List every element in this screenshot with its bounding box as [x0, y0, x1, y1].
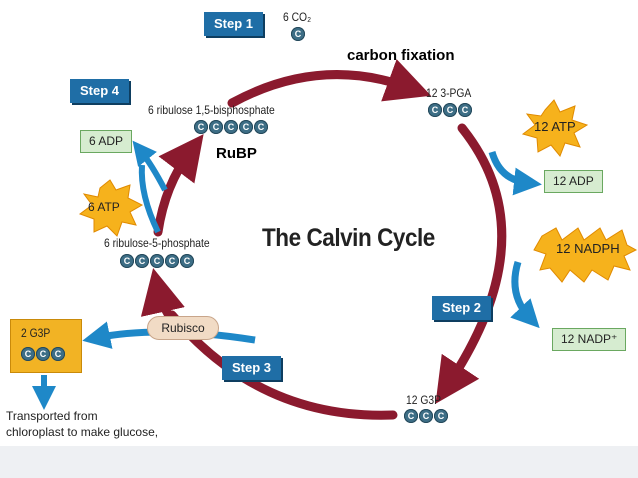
- transport-note-line2: chloroplast to make glucose,: [6, 425, 159, 439]
- carbon-atom: C: [443, 103, 457, 117]
- pga-label: 12 3-PGA: [426, 86, 472, 100]
- transport-note-line1: Transported from: [6, 409, 98, 423]
- carbon-fixation-label: carbon fixation: [347, 47, 455, 64]
- carbon-atom: C: [150, 254, 164, 268]
- carbon-atom: C: [21, 347, 35, 361]
- carbon-atom: C: [291, 27, 305, 41]
- adp-box-step4: 6 ADP: [80, 130, 133, 153]
- carbon-atom: C: [458, 103, 472, 117]
- carbon-atom: C: [135, 254, 149, 268]
- arrow-nadp-out: [510, 260, 540, 329]
- diagram-title: The Calvin Cycle: [262, 224, 435, 252]
- carbon-atom: C: [165, 254, 179, 268]
- co2-carbon: C: [291, 27, 305, 41]
- carbon-atom: C: [209, 120, 223, 134]
- carbon-atom: C: [194, 120, 208, 134]
- nadph-starburst: [533, 227, 638, 283]
- g3p-output-carbons: C C C: [21, 347, 65, 361]
- pga-carbons: C C C: [428, 103, 472, 117]
- arrow-atp-in-step4: [138, 164, 161, 234]
- carbon-atom: C: [224, 120, 238, 134]
- carbon-atom: C: [404, 409, 418, 423]
- arrow-adp-out-step2: [488, 150, 542, 196]
- g3p-output-label: 2 G3P: [21, 326, 51, 340]
- carbon-atom: C: [254, 120, 268, 134]
- r5p-label: 6 ribulose-5-phosphate: [104, 236, 210, 250]
- step-1-badge: Step 1: [204, 12, 264, 36]
- atp-starburst-step2: [521, 99, 589, 157]
- g3p-label: 12 G3P: [406, 393, 442, 407]
- g3p-carbons: C C C: [404, 409, 448, 423]
- atp-starburst-step4: [78, 179, 144, 237]
- nadph-label: 12 NADPH: [556, 241, 620, 256]
- rubp-name: RuBP: [216, 145, 257, 162]
- atp-label-step2: 12 ATP: [534, 119, 576, 134]
- atp-label-step4: 6 ATP: [88, 200, 120, 214]
- cycle-arc-step1: [227, 59, 432, 108]
- r5p-carbons: C C C C C: [120, 254, 194, 268]
- carbon-atom: C: [419, 409, 433, 423]
- carbon-atom: C: [51, 347, 65, 361]
- rubisco-label: Rubisco: [147, 316, 219, 340]
- arrow-adp-out-step4: [132, 140, 168, 192]
- cycle-arc-right: [435, 123, 507, 404]
- adp-box-step2: 12 ADP: [544, 170, 603, 193]
- rubp-carbons: C C C C C: [194, 120, 268, 134]
- carbon-atom: C: [36, 347, 50, 361]
- carbon-atom: C: [434, 409, 448, 423]
- carbon-atom: C: [120, 254, 134, 268]
- carbon-atom: C: [180, 254, 194, 268]
- carbon-atom: C: [239, 120, 253, 134]
- bottom-strip: [0, 446, 638, 478]
- rubp-label: 6 ribulose 1,5-bisphosphate: [148, 103, 275, 117]
- nadp-box: 12 NADP⁺: [552, 328, 627, 351]
- co2-label: 6 CO₂: [283, 10, 312, 24]
- step-3-badge: Step 3: [222, 356, 282, 380]
- cycle-arc-left-upper: [153, 134, 204, 237]
- carbon-atom: C: [428, 103, 442, 117]
- step-4-badge: Step 4: [70, 79, 130, 103]
- step-2-badge: Step 2: [432, 296, 492, 320]
- g3p-output-box: 2 G3P C C C: [10, 319, 82, 373]
